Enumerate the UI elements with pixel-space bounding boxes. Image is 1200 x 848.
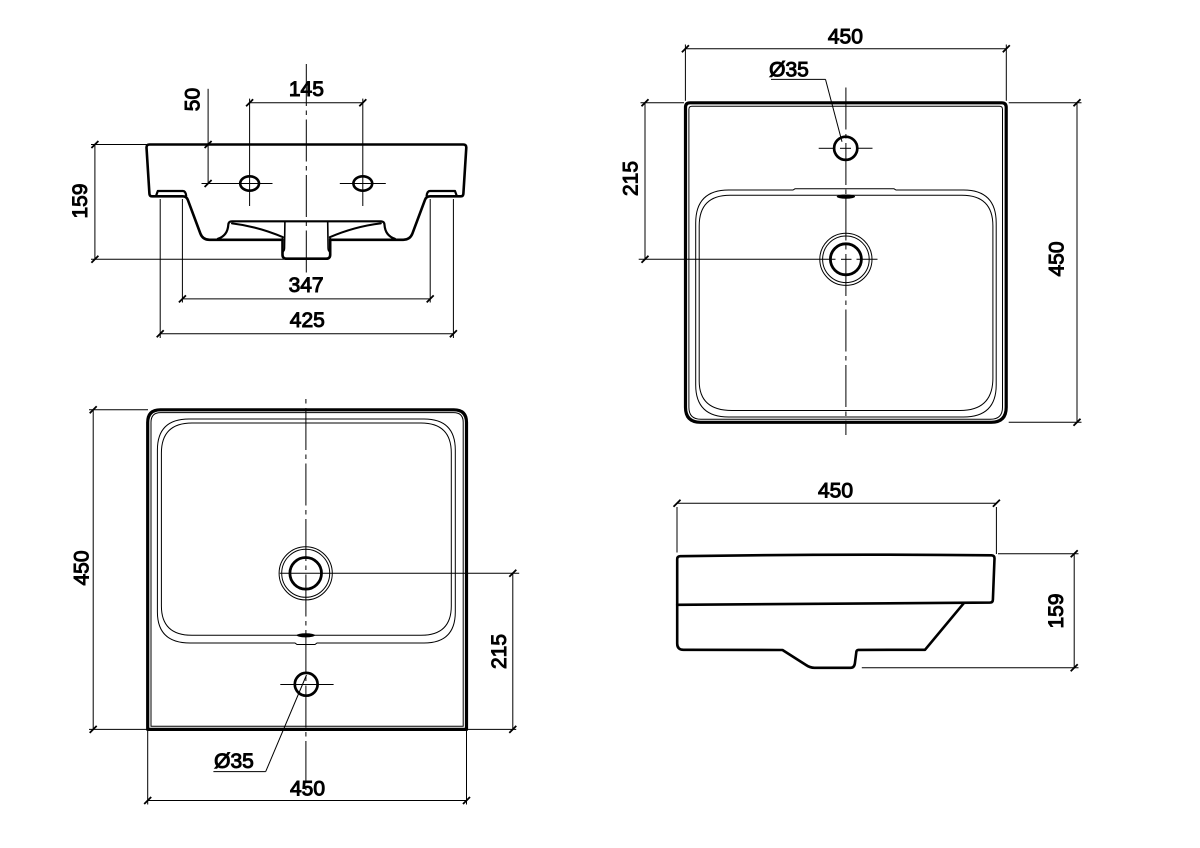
svg-text:145: 145 bbox=[289, 78, 324, 101]
svg-text:215: 215 bbox=[488, 634, 511, 669]
svg-text:450: 450 bbox=[828, 26, 863, 49]
svg-text:450: 450 bbox=[818, 480, 853, 503]
svg-text:159: 159 bbox=[69, 183, 92, 218]
svg-text:Ø35: Ø35 bbox=[769, 59, 809, 82]
svg-text:215: 215 bbox=[620, 161, 643, 196]
svg-text:50: 50 bbox=[182, 88, 205, 111]
svg-text:159: 159 bbox=[1045, 593, 1068, 628]
svg-text:Ø35: Ø35 bbox=[214, 750, 254, 773]
svg-text:450: 450 bbox=[71, 550, 94, 585]
svg-text:425: 425 bbox=[290, 309, 325, 332]
svg-text:347: 347 bbox=[289, 274, 324, 297]
svg-text:450: 450 bbox=[290, 778, 325, 801]
svg-text:450: 450 bbox=[1046, 241, 1069, 276]
